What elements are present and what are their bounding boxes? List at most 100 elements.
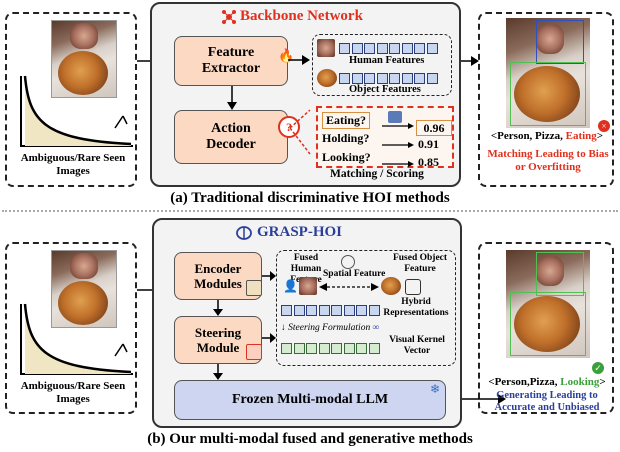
object-bbox xyxy=(510,62,586,126)
extractor-features-arrow xyxy=(288,55,310,65)
section-separator xyxy=(2,210,618,212)
extractor-to-decoder-arrow xyxy=(227,86,237,110)
bottom-output-pizza xyxy=(514,296,580,352)
score-eating: 0.96 xyxy=(416,120,452,136)
snowflake-icon: ❄ xyxy=(430,382,441,396)
long-tail-plot xyxy=(20,75,133,147)
bottom-output-box: ✓ <Person,Pizza, Looking> Generating Lea… xyxy=(478,242,614,414)
feature-extractor-label: Feature Extractor xyxy=(201,45,261,76)
score-looking: 0.85 xyxy=(418,155,439,169)
bottom-result-verb: Looking xyxy=(560,376,600,388)
top-result-verb: Eating xyxy=(565,130,597,142)
encoder-features-arrow xyxy=(262,271,276,281)
grasp-title-row: GRASP-HOI xyxy=(236,224,342,241)
top-result-note: Matching Leading to Bias or Overfitting xyxy=(487,148,609,173)
top-caption: (a) Traditional discriminative HOI metho… xyxy=(170,190,450,206)
spatial-icon xyxy=(341,255,355,269)
steering-formulation-label: Steering Formulation xyxy=(288,323,371,333)
action-decoder-box: Action Decoder xyxy=(174,110,288,164)
hybrid-label: Hybrid Representations xyxy=(383,297,449,318)
spatial-arrows xyxy=(319,283,379,291)
bottom-person-face xyxy=(70,253,98,279)
top-result-prefix: <Person, Pizza, xyxy=(490,130,566,142)
top-output-photo xyxy=(506,18,590,128)
steering-to-llm-arrow xyxy=(213,364,223,380)
action-looking: Looking? xyxy=(322,150,371,164)
down-arrow-icon: ↓ xyxy=(281,323,286,333)
top-input-box: Ambiguous/Rare Seen Images xyxy=(5,12,137,187)
action-eating: Eating? xyxy=(322,112,371,129)
bottom-result-triplet: <Person,Pizza, Looking> xyxy=(482,376,612,388)
encoder-box: Encoder Modules xyxy=(174,252,262,300)
bottom-input-box: Ambiguous/Rare Seen Images xyxy=(5,242,137,414)
llm-label: Frozen Multi-modal LLM xyxy=(231,392,389,407)
correct-icon: ✓ xyxy=(592,362,604,374)
human-feature-vector xyxy=(339,41,439,59)
human-thumb xyxy=(317,39,335,57)
person-face xyxy=(70,23,98,49)
bottom-input-photo xyxy=(51,250,117,328)
pair-icon xyxy=(388,111,402,123)
fused-human-thumb xyxy=(299,277,317,295)
link-icon: ∞ xyxy=(372,323,380,333)
object-feature-vector xyxy=(339,71,439,89)
bottom-human-bbox xyxy=(536,252,584,296)
bottom-long-tail-plot xyxy=(20,303,133,375)
bottom-result-suffix: > xyxy=(599,376,606,388)
output-face xyxy=(536,24,564,54)
bottom-input-caption: Ambiguous/Rare Seen Images xyxy=(20,380,126,405)
top-input-photo xyxy=(51,20,117,98)
top-result-triplet: <Person, Pizza, Eating> xyxy=(482,130,612,142)
encoder-icon xyxy=(246,280,262,296)
bottom-object-bbox xyxy=(510,292,586,356)
backbone-panel: Backbone Network Feature Extractor 🔥 Act… xyxy=(150,2,461,187)
spatial-label: Spatial Feature xyxy=(323,269,386,279)
object-features-label: Object Features xyxy=(349,84,421,95)
score-holding: 0.91 xyxy=(418,137,439,151)
fused-features-box: Fused Human Feature 👤 Spatial Feature Fu… xyxy=(276,250,456,366)
top-input-caption: Ambiguous/Rare Seen Images xyxy=(20,152,126,177)
object-thumb xyxy=(317,69,337,87)
action-decoder-label: Action Decoder xyxy=(206,121,256,152)
question-icon: ? xyxy=(278,116,300,138)
fused-object-label: Fused Object Feature xyxy=(392,253,448,274)
bottom-arrow-out xyxy=(462,394,506,404)
kernel-vector xyxy=(281,341,381,359)
bottom-output-face xyxy=(536,256,564,286)
features-box: Human Features Object Features xyxy=(312,34,452,96)
visual-kernel-label: Visual Kernel Vector xyxy=(389,335,445,356)
decoder-scoring-link xyxy=(289,109,311,155)
feature-extractor-box: Feature Extractor xyxy=(174,36,288,86)
encoder-to-steering-arrow xyxy=(213,300,223,316)
bottom-result-prefix: <Person,Pizza, xyxy=(488,376,561,388)
scoring-box: Eating? Holding? Looking? 0.96 0.91 0.85 xyxy=(316,106,454,169)
matching-label: Matching / Scoring xyxy=(330,168,424,180)
wrong-icon: × xyxy=(598,120,610,132)
llm-box: Frozen Multi-modal LLM xyxy=(174,380,446,420)
person-icon: 👤 xyxy=(283,279,298,293)
human-features-label: Human Features xyxy=(349,55,425,66)
bottom-caption: (b) Our multi-modal fused and generative… xyxy=(147,431,473,447)
bottom-pizza-image xyxy=(58,281,108,325)
bottom-output-photo xyxy=(506,250,590,358)
human-bbox xyxy=(536,20,584,64)
brain-icon xyxy=(236,225,252,240)
action-holding: Holding? xyxy=(322,131,370,145)
grasp-panel: GRASP-HOI Encoder Modules Steering Modul… xyxy=(152,218,462,428)
top-arrow-out xyxy=(461,56,479,66)
encoder-label: Encoder Modules xyxy=(194,261,242,291)
output-pizza xyxy=(514,66,580,122)
score-arrows xyxy=(382,123,414,167)
steering-label: Steering Module xyxy=(194,325,242,355)
fused-object-thumb xyxy=(381,277,401,295)
top-output-box: <Person, Pizza, Eating> × Matching Leadi… xyxy=(478,12,614,187)
steering-icon xyxy=(246,344,262,360)
molecule-icon xyxy=(405,279,421,295)
backbone-title-row: Backbone Network xyxy=(222,8,363,25)
backbone-title: Backbone Network xyxy=(240,8,363,24)
grasp-title: GRASP-HOI xyxy=(257,224,343,240)
hybrid-vector xyxy=(281,303,381,321)
steering-formulation-row: ↓ Steering Formulation ∞ xyxy=(281,323,379,333)
top-result-suffix: > xyxy=(596,130,604,142)
bottom-result-note: Generating Leading to Accurate and Unbia… xyxy=(494,390,600,413)
